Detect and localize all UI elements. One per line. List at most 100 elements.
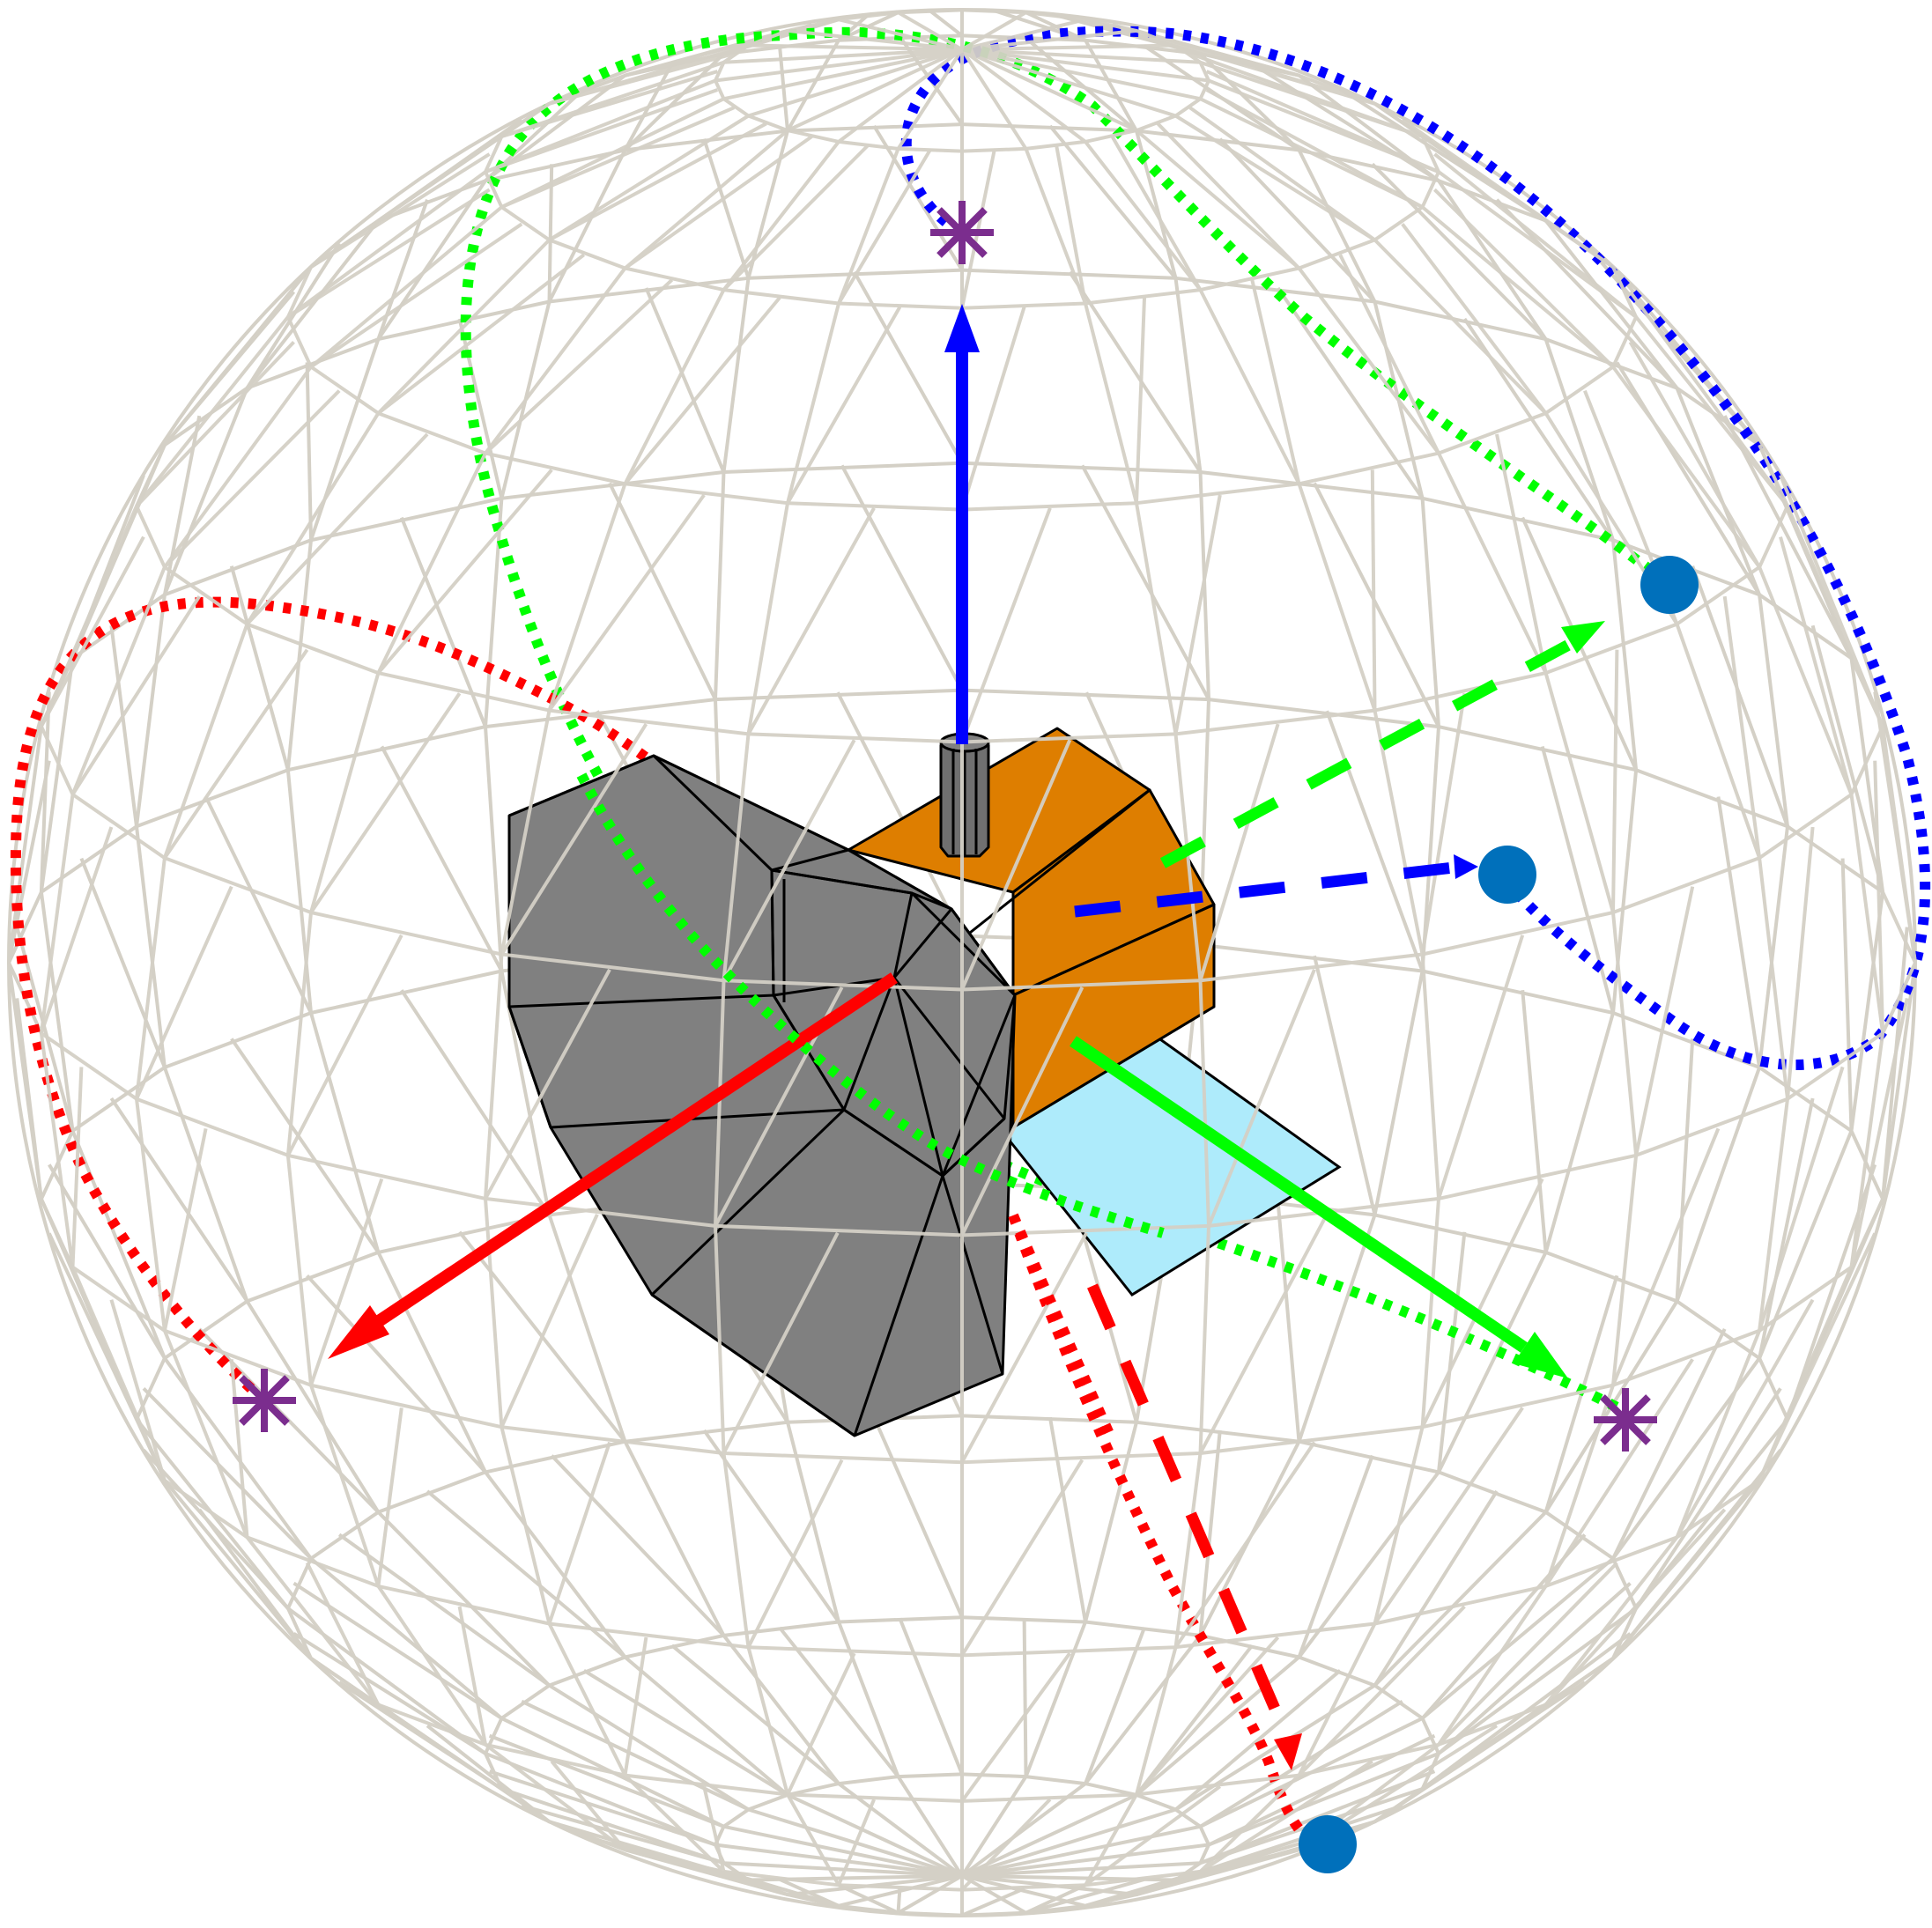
sphere-grid-line — [377, 253, 586, 415]
sphere-grid-line — [163, 1479, 963, 1658]
sphere-grid-line — [961, 891, 1917, 1237]
sphere-grid-line — [1205, 70, 1440, 174]
sphere-grid-line — [1611, 1127, 1721, 1386]
z-dashed-vector — [1074, 861, 1455, 918]
trajectories-front — [576, 772, 1165, 1438]
sphere-grid-line — [778, 1626, 900, 1778]
sphere-grid-line — [40, 461, 1853, 728]
y-dashed-arrowhead — [1561, 621, 1605, 654]
sphere-grid-line — [896, 1888, 902, 1913]
principal-axis-stars — [233, 201, 1657, 1452]
sphere-grid-line — [457, 318, 504, 499]
sphere-grid-line — [15, 998, 43, 1200]
sphere-grid-line — [79, 857, 167, 1068]
sphere-grid-line — [163, 389, 341, 569]
sphere-grid-line — [1495, 198, 1678, 389]
sphere-grid-line — [960, 1798, 1052, 1891]
sphere-grid-line — [671, 1859, 788, 1897]
x-dashed-vector — [1087, 1283, 1292, 1738]
body-axes — [328, 304, 1568, 1378]
sphere-grid-line — [484, 968, 611, 1200]
sphere-grid-line — [204, 795, 313, 1014]
sphere-grid-line — [670, 1644, 840, 1785]
sphere-grid-line — [623, 296, 781, 485]
sphere-grid-line — [1338, 254, 1440, 454]
sphere-grid-line — [1433, 152, 1638, 319]
sphere-grid-line — [787, 28, 963, 52]
sphere-grid-line — [1611, 649, 1619, 913]
sphere-grid-line — [246, 432, 429, 625]
sphere-grid-line — [70, 595, 201, 796]
sphere-grid-line — [1198, 723, 1280, 981]
sphere-grid-line — [1401, 223, 1548, 415]
sphere-grid-line — [1199, 1699, 1403, 1828]
sphere-grid-line — [1199, 1760, 1373, 1873]
sphere-grid-line — [40, 536, 145, 728]
sphere-grid-line — [400, 989, 551, 1216]
sphere-grid-line — [1611, 1328, 1727, 1560]
sphere-grid-line — [1205, 88, 1424, 209]
sphere-grid-line — [897, 11, 964, 51]
sphere-grid-line — [1022, 1618, 1028, 1777]
sphere-grid-line — [135, 885, 233, 1100]
sphere-grid-line — [500, 1213, 599, 1429]
sphere-grid-line — [702, 138, 751, 279]
sphere-grid-line — [1432, 188, 1615, 368]
sphere-grid-line — [838, 18, 963, 52]
sphere-grid-line — [197, 1508, 313, 1660]
sphere-grid-line — [961, 48, 1789, 1706]
sphere-grid-line — [1401, 118, 1615, 269]
sphere-grid-line — [380, 745, 504, 972]
sphere-grid-line — [1495, 433, 1548, 674]
sphere-grid-line — [337, 1533, 551, 1688]
star-z-axis — [930, 201, 994, 264]
sphere-grid-line — [1084, 1784, 1221, 1887]
sphere-grid-line — [960, 986, 1084, 1237]
sphere-grid-line — [1758, 1232, 1877, 1481]
sphere-grid-line — [1188, 106, 1376, 242]
satellite-mast — [939, 732, 990, 858]
sphere-grid-line — [1370, 469, 1377, 711]
sphere-grid-line — [1437, 1562, 1618, 1747]
sphere-grid-line — [722, 739, 856, 982]
star-y-axis — [1594, 1388, 1657, 1452]
sphere-grid-line — [338, 1681, 503, 1791]
sphere-grid-line — [624, 135, 813, 270]
sphere-grid-line — [722, 1231, 840, 1454]
sphere-grid-line — [898, 1617, 964, 1776]
sphere-grid-line — [376, 1407, 403, 1587]
sphere-grid-line — [1325, 710, 1425, 972]
sphere-grid-line — [1373, 1681, 1587, 1823]
sphere-grid-line — [837, 149, 932, 305]
satellite-bus — [847, 727, 1216, 1129]
sphere-grid-line — [286, 188, 491, 319]
sphere-grid-line — [1250, 279, 1301, 484]
sphere-grid-line — [1544, 1508, 1727, 1706]
x-dashed-arrowhead — [1274, 1733, 1302, 1770]
sphere-grid-line — [1779, 474, 1884, 728]
sphere-grid-line — [960, 1459, 1084, 1657]
sphere-grid-line — [1198, 1213, 1329, 1454]
sphere-grid-line — [485, 88, 719, 174]
sphere-grid-line — [961, 73, 1440, 310]
sphere-grid-line — [1543, 1358, 1694, 1587]
sphere-grid-line — [1691, 565, 1789, 827]
sphere-grid-line — [1786, 826, 1815, 1099]
sphere-grid-line — [305, 1562, 381, 1706]
sphere-grid-line — [746, 506, 876, 735]
sphere-grid-line — [1135, 1636, 1280, 1796]
sphere-grid-line — [163, 291, 296, 447]
sphere-grid-line — [305, 362, 313, 541]
sphere-grid-line — [1047, 1416, 1087, 1622]
sphere-grid-line — [547, 493, 706, 712]
sphere-grid-line — [48, 1163, 167, 1360]
sphere-grid-line — [40, 826, 114, 1034]
sphere-grid-line — [786, 1652, 856, 1796]
sphere-grid-line — [230, 1038, 381, 1254]
sphere-grid-line — [960, 739, 1072, 991]
sphere-grid-line — [229, 1359, 249, 1538]
sphere-grid-line — [702, 1785, 726, 1873]
sphere-grid-line — [309, 152, 491, 269]
sphere-grid-line — [1675, 1298, 1815, 1539]
sphere-grid-line — [1157, 35, 1376, 106]
